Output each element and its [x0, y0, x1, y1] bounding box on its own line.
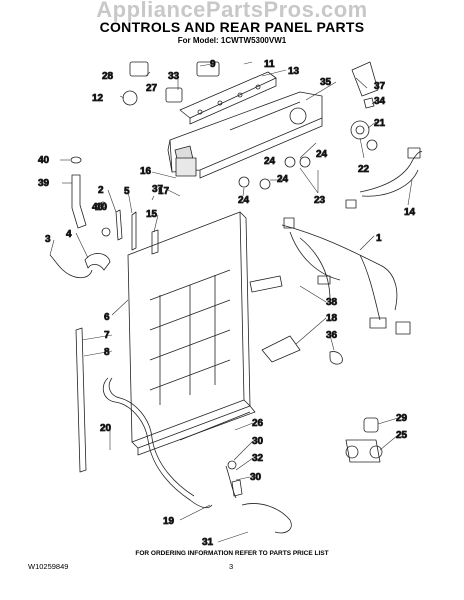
page-number: 3 — [229, 562, 234, 571]
callout-19: 19 — [163, 516, 175, 527]
callout-22: 22 — [358, 164, 370, 175]
control-bracket — [179, 71, 277, 125]
leader-lines — [49, 61, 413, 543]
callout-31: 31 — [202, 537, 214, 548]
cables — [49, 147, 423, 279]
lid-switch-bracket — [351, 61, 379, 109]
callout-24-d: 24 — [238, 195, 250, 206]
callout-20: 20 — [100, 423, 112, 434]
callout-16: 16 — [140, 166, 152, 177]
callout-29: 29 — [396, 413, 408, 424]
callout-4: 4 — [66, 229, 72, 240]
page-title: CONTROLS AND REAR PANEL PARTS — [99, 19, 365, 35]
left-side-parts — [70, 156, 159, 271]
callout-26: 26 — [252, 418, 264, 429]
callout-18: 18 — [326, 313, 338, 324]
callout-35: 35 — [320, 77, 332, 88]
callout-27: 27 — [146, 83, 158, 94]
hose-bracket — [249, 275, 343, 365]
callout-34: 34 — [374, 96, 386, 107]
callout-24-b: 24 — [264, 156, 276, 167]
callout-10: 10 — [96, 202, 108, 213]
callout-17: 17 — [158, 186, 170, 197]
callout-37-a: 37 — [374, 81, 386, 92]
callout-24-a: 24 — [316, 149, 328, 160]
callout-labels: 1 2 3 4 5 6 7 8 9 10 11 12 13 14 15 16 1… — [38, 59, 416, 549]
callout-40-a: 40 — [38, 155, 50, 166]
callout-39: 39 — [38, 178, 50, 189]
callout-9: 9 — [210, 59, 216, 70]
callout-2: 2 — [98, 185, 104, 196]
callout-23: 23 — [314, 195, 326, 206]
callout-15: 15 — [146, 209, 158, 220]
callout-24-c: 24 — [277, 174, 289, 185]
ordering-note: FOR ORDERING INFORMATION REFER TO PARTS … — [135, 550, 329, 557]
callout-40-b: 40 — [92, 202, 104, 213]
water-valve — [345, 417, 383, 463]
callout-30-b: 30 — [250, 472, 262, 483]
callout-30-a: 30 — [252, 436, 264, 447]
callout-5: 5 — [124, 186, 130, 197]
callout-37-b: 37 — [152, 184, 164, 195]
callout-7: 7 — [104, 330, 110, 341]
control-knobs — [238, 107, 378, 190]
callout-25: 25 — [396, 430, 408, 441]
callout-32: 32 — [252, 453, 264, 464]
watermark: AppliancePartsPros.com — [96, 0, 368, 22]
timer-assembly — [122, 61, 220, 177]
callout-11: 11 — [264, 59, 275, 70]
callout-6: 6 — [104, 312, 110, 323]
callout-33: 33 — [168, 71, 180, 82]
wire-harness — [281, 199, 411, 335]
callout-14: 14 — [404, 207, 416, 218]
callout-21: 21 — [374, 118, 386, 129]
callout-1: 1 — [376, 233, 382, 244]
model-subtitle: For Model: 1CWTW5300VW1 — [177, 36, 287, 45]
document-number: W10259849 — [28, 562, 69, 571]
callout-38: 38 — [326, 297, 338, 308]
callout-36: 36 — [326, 330, 338, 341]
callout-28: 28 — [102, 71, 114, 82]
drain-hose — [75, 327, 292, 534]
callout-3: 3 — [45, 234, 51, 245]
callout-12: 12 — [92, 93, 104, 104]
callout-8: 8 — [104, 347, 110, 358]
rear-panel — [127, 211, 256, 456]
callout-13: 13 — [288, 66, 300, 77]
